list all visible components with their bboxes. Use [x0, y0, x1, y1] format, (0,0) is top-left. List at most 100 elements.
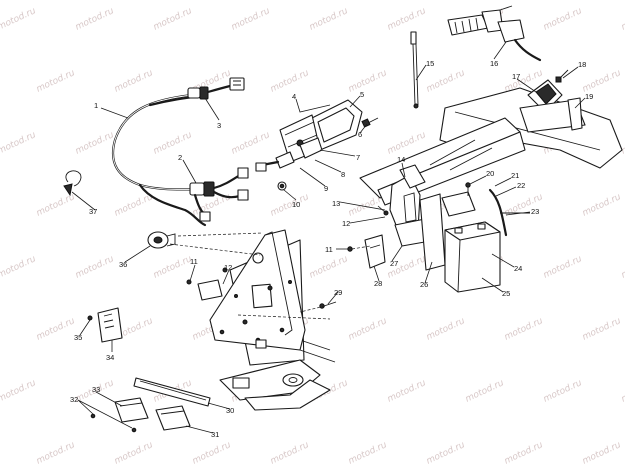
- watermark-text: motod.ru: [581, 192, 623, 219]
- watermark-text: motod.ru: [0, 130, 38, 157]
- watermark-text: motod.ru: [425, 316, 467, 343]
- watermark-text: motod.ru: [347, 68, 389, 95]
- watermark-text: motod.ru: [35, 192, 77, 219]
- watermark-text: motod.ru: [74, 130, 116, 157]
- watermark-text: motod.ru: [581, 316, 623, 343]
- watermark-text: motod.ru: [0, 6, 38, 33]
- watermark-text: motod.ru: [620, 254, 625, 281]
- callout-17: 17: [512, 72, 520, 81]
- watermark-text: motod.ru: [191, 440, 233, 467]
- nut-10: [277, 181, 287, 191]
- watermark-text: motod.ru: [620, 6, 625, 33]
- socket-bulb: [255, 137, 323, 172]
- watermark-text: motod.ru: [386, 6, 428, 33]
- callout-2: 2: [178, 153, 182, 162]
- callout-11b: 11: [325, 245, 333, 254]
- screws-32: [90, 413, 137, 433]
- callout-32: 32: [70, 395, 78, 404]
- callout-33: 33: [92, 385, 100, 394]
- slide-block-31: [155, 405, 191, 431]
- watermark-text: motod.ru: [230, 6, 272, 33]
- callout-1: 1: [94, 101, 98, 110]
- callout-4: 4: [292, 92, 296, 101]
- watermark-text: motod.ru: [542, 378, 584, 405]
- callout-34: 34: [106, 353, 114, 362]
- callout-35: 35: [74, 333, 82, 342]
- callout-12a: 12: [224, 263, 232, 272]
- watermark-text: motod.ru: [269, 440, 311, 467]
- callout-20: 20: [486, 169, 494, 178]
- watermark-text: motod.ru: [269, 192, 311, 219]
- ground-clip-37: [63, 170, 82, 197]
- watermark-text: motod.ru: [581, 440, 623, 467]
- watermark-text: motod.ru: [230, 130, 272, 157]
- watermark-text: motod.ru: [464, 378, 506, 405]
- bracket-28: [364, 234, 386, 269]
- watermark-text: motod.ru: [425, 68, 467, 95]
- watermark-text: motod.ru: [425, 440, 467, 467]
- callout-6: 6: [358, 130, 362, 139]
- callout-27: 27: [390, 259, 398, 268]
- watermark-text: motod.ru: [620, 130, 625, 157]
- handlebar-switch-16: [447, 5, 542, 62]
- callout-29: 29: [334, 288, 342, 297]
- callout-15: 15: [426, 59, 434, 68]
- callout-13: 13: [332, 199, 340, 208]
- callout-31: 31: [211, 430, 219, 439]
- callout-26: 26: [420, 280, 428, 289]
- callout-37: 37: [89, 207, 97, 216]
- watermark-text: motod.ru: [113, 68, 155, 95]
- module-12: [186, 246, 353, 301]
- callout-23: 23: [531, 207, 539, 216]
- screw-29: [319, 301, 337, 309]
- callout-labels: 1 2 3 4 5 6 7 8 9 10 11 12 13 12 14 15 1…: [70, 59, 593, 439]
- watermark-text: motod.ru: [620, 378, 625, 405]
- grommet-36: [147, 231, 176, 249]
- watermark-text: motod.ru: [386, 378, 428, 405]
- watermark-text: motod.ru: [74, 6, 116, 33]
- light-assembly-4: [279, 99, 363, 163]
- slide-block-33: [114, 397, 149, 423]
- watermark-text: motod.ru: [503, 440, 545, 467]
- plate-30: [133, 377, 211, 407]
- callout-36: 36: [119, 260, 127, 269]
- callout-30: 30: [226, 406, 234, 415]
- watermark-text: motod.ru: [581, 68, 623, 95]
- watermark-text: motod.ru: [542, 254, 584, 281]
- screw-6: [361, 117, 379, 128]
- watermark-text: motod.ru: [503, 316, 545, 343]
- watermark-text: motod.ru: [74, 254, 116, 281]
- callout-19: 19: [585, 92, 593, 101]
- callout-25: 25: [502, 289, 510, 298]
- alignment-lines: [169, 232, 371, 320]
- callout-12b: 12: [342, 219, 350, 228]
- callout-11a: 11: [190, 257, 198, 266]
- mounting-plate: [209, 229, 306, 351]
- callout-22: 22: [517, 181, 525, 190]
- watermark-text: motod.ru: [347, 316, 389, 343]
- sub-harness-2: [189, 167, 249, 222]
- watermark-text: motod.ru: [152, 254, 194, 281]
- watermark-text: motod.ru: [308, 6, 350, 33]
- watermark-text: motod.ru: [0, 378, 38, 405]
- watermark-text: motod.ru: [113, 440, 155, 467]
- watermark-text: motod.ru: [35, 68, 77, 95]
- battery-assembly: [441, 182, 530, 293]
- callout-8: 8: [341, 170, 345, 179]
- callout-18: 18: [578, 60, 586, 69]
- callout-5: 5: [360, 90, 364, 99]
- cable-15: [410, 31, 419, 109]
- callout-28: 28: [374, 279, 382, 288]
- callout-3: 3: [217, 121, 221, 130]
- watermark-text: motod.ru: [542, 6, 584, 33]
- ignition-switch-17: [519, 69, 586, 133]
- watermark-text: motod.ru: [152, 130, 194, 157]
- watermark-text: motod.ru: [35, 440, 77, 467]
- callout-14: 14: [397, 155, 405, 164]
- leader-lines: [71, 41, 586, 434]
- watermark-text: motod.ru: [308, 254, 350, 281]
- connector-3: [187, 77, 245, 100]
- watermark-text: motod.ru: [35, 316, 77, 343]
- cover-34: [87, 307, 123, 343]
